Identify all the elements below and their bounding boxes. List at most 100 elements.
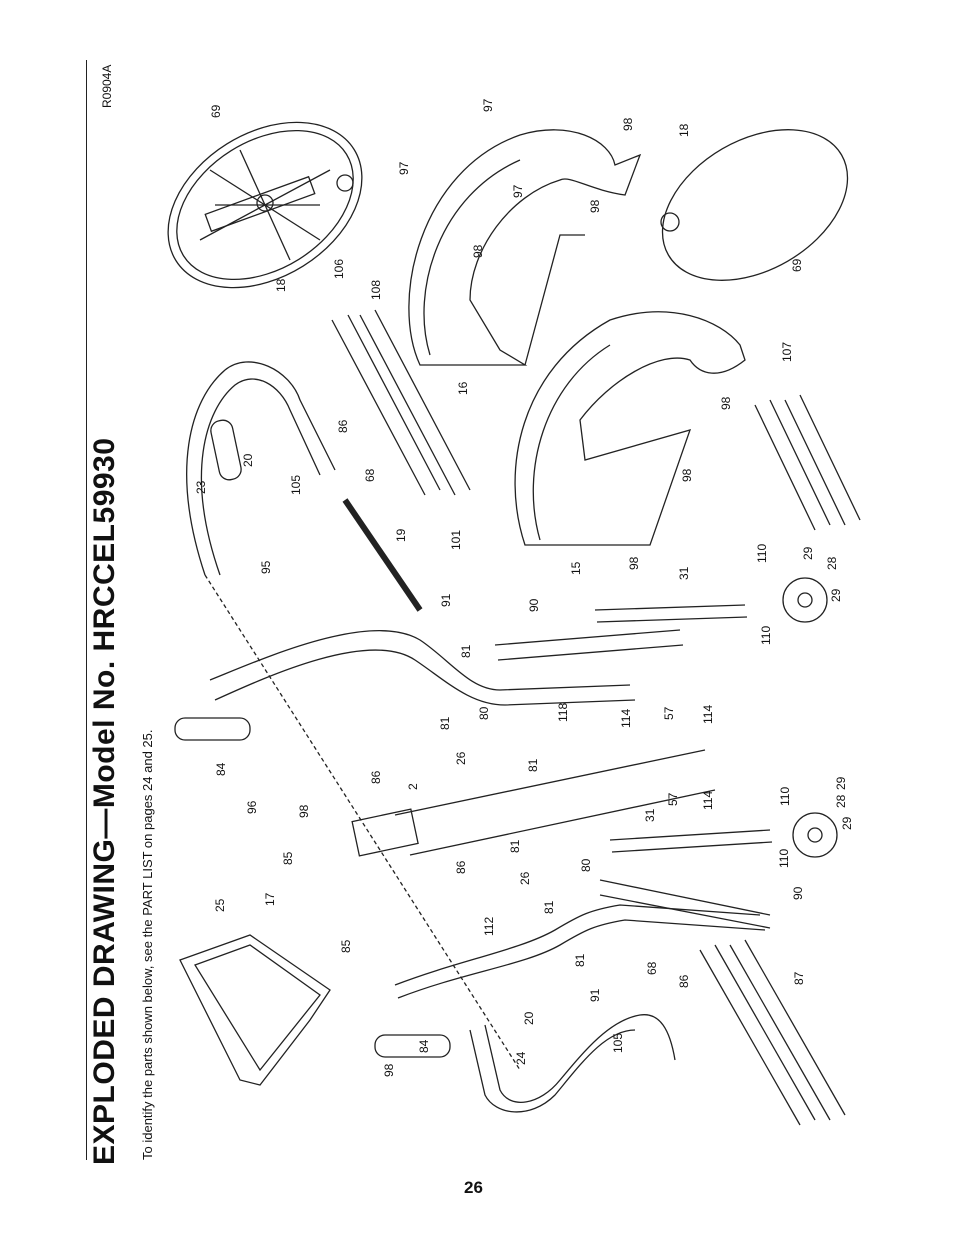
callout-2: 2 [406,783,420,790]
callout-31: 31 [677,566,691,580]
callout-90: 90 [527,598,541,612]
callout-98: 98 [627,556,641,570]
callout-19: 19 [394,528,408,542]
callout-114: 114 [619,709,633,728]
callout-86: 86 [677,974,691,988]
callout-98: 98 [471,244,485,258]
lower-arm-112 [394,904,766,999]
callout-68: 68 [363,468,377,482]
callout-97: 97 [511,184,525,198]
callout-98: 98 [588,199,602,213]
callout-86: 86 [336,419,350,433]
console-17 [179,934,331,1086]
callout-86: 86 [369,770,383,784]
callout-114: 114 [701,791,715,810]
callout-24: 24 [514,1051,528,1065]
callout-29: 29 [801,546,815,560]
callout-15: 15 [569,561,583,575]
callout-118: 118 [556,703,570,722]
title-rule [86,60,87,1160]
callout-69: 69 [790,258,804,272]
callout-20: 20 [241,453,255,467]
callout-110: 110 [759,626,773,645]
callout-29: 29 [829,588,843,602]
grip-20 [210,419,242,481]
callout-81: 81 [573,953,587,967]
flywheel-disc-left [167,121,363,289]
tubes-107 [754,394,861,531]
callout-106: 106 [332,259,346,279]
callout-17: 17 [263,892,277,906]
callout-68: 68 [645,961,659,975]
leg-31-bottom [599,812,838,929]
callout-81: 81 [526,758,540,772]
callout-110: 110 [755,544,769,563]
axle-19 [342,498,423,612]
callout-85: 85 [339,939,353,953]
callout-107: 107 [780,342,794,362]
callout-114: 114 [701,705,715,724]
callout-57: 57 [662,706,676,720]
grip-84-bottom [374,1034,451,1058]
callout-28: 28 [825,556,839,570]
callout-90: 90 [791,886,805,900]
callout-110: 110 [777,849,791,868]
callout-69: 69 [209,104,223,118]
callout-96: 96 [245,800,259,814]
callout-25: 25 [213,898,227,912]
callout-98: 98 [680,468,694,482]
front-shroud [514,311,746,546]
callout-112: 112 [482,917,496,936]
upper-arm-23 [186,361,336,576]
callout-91: 91 [588,988,602,1002]
callout-110: 110 [778,787,792,806]
callout-31: 31 [643,808,657,822]
tubes-87 [699,939,846,1126]
callout-98: 98 [297,804,311,818]
callout-108: 108 [369,280,383,300]
callout-81: 81 [459,644,473,658]
callout-84: 84 [417,1039,431,1053]
callout-26: 26 [518,871,532,885]
callout-18: 18 [677,123,691,137]
callout-80: 80 [477,706,491,720]
callout-28: 28 [834,794,848,808]
callout-84: 84 [214,762,228,776]
callout-16: 16 [456,381,470,395]
tubes-106 [331,309,471,496]
callout-86: 86 [454,860,468,874]
rear-shroud [408,129,642,366]
main-frame-2 [351,749,716,857]
flywheel-disc-right [660,129,849,281]
callout-98: 98 [382,1063,396,1077]
page-number: 26 [464,1178,483,1197]
callout-98: 98 [621,117,635,131]
callout-57: 57 [666,792,680,806]
callout-20: 20 [522,1011,536,1025]
callout-105: 105 [289,475,303,495]
callout-85: 85 [281,851,295,865]
callout-81: 81 [438,716,452,730]
lower-arm-24 [469,1014,676,1113]
callout-26: 26 [454,751,468,765]
callout-18: 18 [274,278,288,292]
callout-81: 81 [542,900,556,914]
grip-84-top [174,717,251,741]
callout-81: 81 [508,839,522,853]
callout-105: 105 [611,1033,625,1053]
callout-87: 87 [792,971,806,985]
callout-80: 80 [579,858,593,872]
callout-labels: 69 18 106 108 97 97 97 98 98 98 16 18 69 107 98 98 15 98 2… [194,98,854,1077]
callout-91: 91 [439,593,453,607]
callout-97: 97 [397,161,411,175]
callout-23: 23 [194,480,208,494]
leg-31-top [594,577,828,623]
callout-101: 101 [449,530,463,550]
callout-29: 29 [840,816,854,830]
callout-98: 98 [719,396,733,410]
callout-29: 29 [834,776,848,790]
callout-95: 95 [259,560,273,574]
callout-97: 97 [481,98,495,112]
